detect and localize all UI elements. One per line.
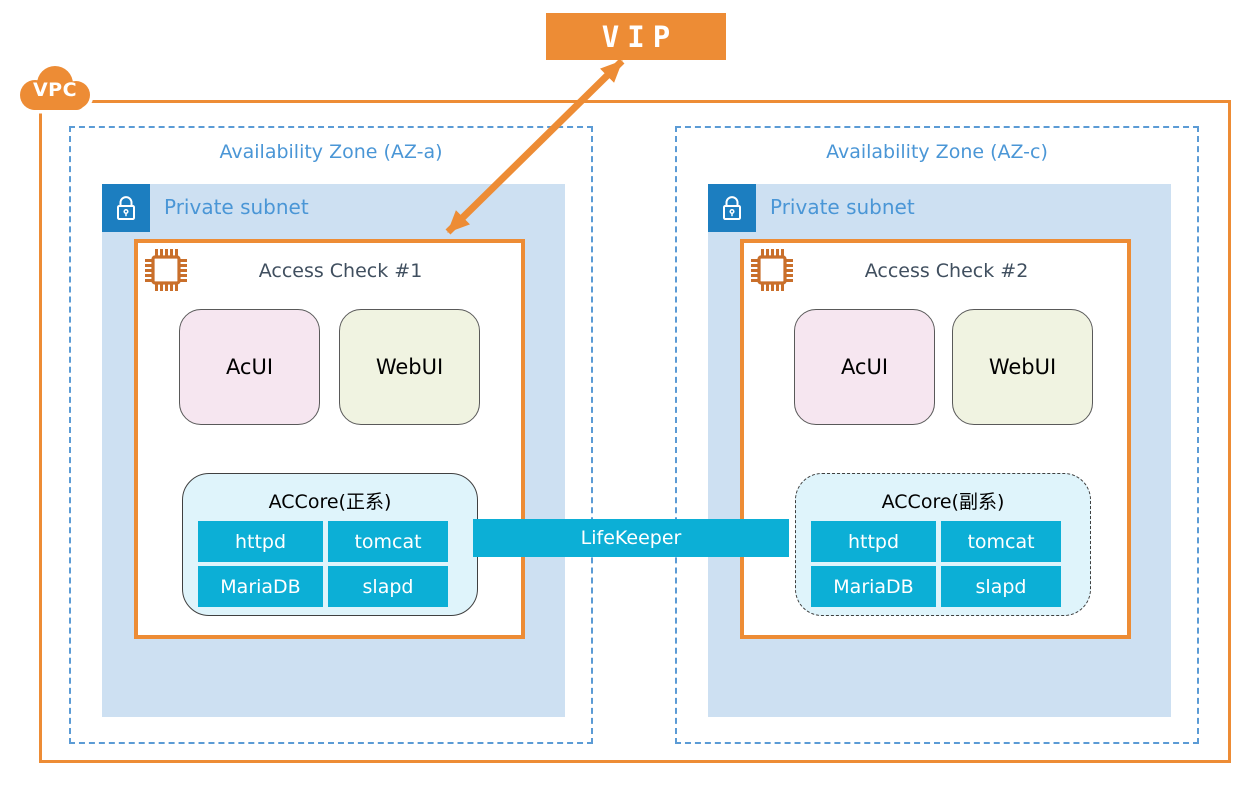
service-mariadb: MariaDB: [198, 566, 323, 607]
availability-zone-c: Availability Zone (AZ-c) Private subnet: [675, 126, 1199, 744]
server-title: Access Check #2: [864, 260, 1029, 282]
accore-title: ACCore(正系): [268, 491, 392, 513]
service-mariadb: MariaDB: [811, 566, 936, 607]
vip-label: VIP: [601, 19, 679, 54]
lifekeeper-label: LifeKeeper: [580, 527, 682, 549]
access-check-server-2: Access Check #2 AcUI WebUI ACCore(副系) ht…: [740, 239, 1131, 639]
webui-module: WebUI: [952, 309, 1093, 425]
subnet-label: Private subnet: [164, 195, 309, 219]
accore-box-primary: ACCore(正系) httpd tomcat MariaDB slapd: [182, 473, 478, 616]
vpc-cloud-icon: VPC: [13, 59, 97, 117]
subnet-header: Private subnet: [102, 184, 565, 232]
subnet-header: Private subnet: [708, 184, 1171, 232]
server-title: Access Check #1: [258, 260, 423, 282]
zone-title: Availability Zone (AZ-a): [219, 141, 443, 163]
private-subnet: Private subnet Access Check #1 AcUI WebU…: [102, 184, 565, 717]
accore-title: ACCore(副系): [881, 491, 1005, 513]
service-grid: httpd tomcat MariaDB slapd: [811, 521, 1061, 607]
chip-icon: [145, 249, 187, 291]
service-tomcat: tomcat: [941, 521, 1061, 562]
service-tomcat: tomcat: [328, 521, 448, 562]
accore-box-secondary: ACCore(副系) httpd tomcat MariaDB slapd: [795, 473, 1091, 616]
vpc-label: VPC: [32, 79, 78, 101]
lock-icon: [102, 184, 150, 232]
acui-module: AcUI: [179, 309, 320, 425]
availability-zone-a: Availability Zone (AZ-a) Private subnet: [69, 126, 593, 744]
service-httpd: httpd: [198, 521, 323, 562]
service-grid: httpd tomcat MariaDB slapd: [198, 521, 448, 607]
chip-icon: [751, 249, 793, 291]
vpc-border: [39, 100, 1231, 763]
cloud-icon: [16, 62, 94, 114]
vip-box: VIP: [546, 13, 726, 60]
lock-icon: [708, 184, 756, 232]
private-subnet: Private subnet Access Check #2 AcUI WebU…: [708, 184, 1171, 717]
access-check-server-1: Access Check #1 AcUI WebUI ACCore(正系) ht…: [134, 239, 525, 639]
service-httpd: httpd: [811, 521, 936, 562]
service-slapd: slapd: [328, 566, 448, 607]
webui-module: WebUI: [339, 309, 480, 425]
zone-title: Availability Zone (AZ-c): [826, 141, 1048, 163]
service-slapd: slapd: [941, 566, 1061, 607]
subnet-label: Private subnet: [770, 195, 915, 219]
lifekeeper-connector: LifeKeeper: [473, 519, 789, 557]
acui-module: AcUI: [794, 309, 935, 425]
